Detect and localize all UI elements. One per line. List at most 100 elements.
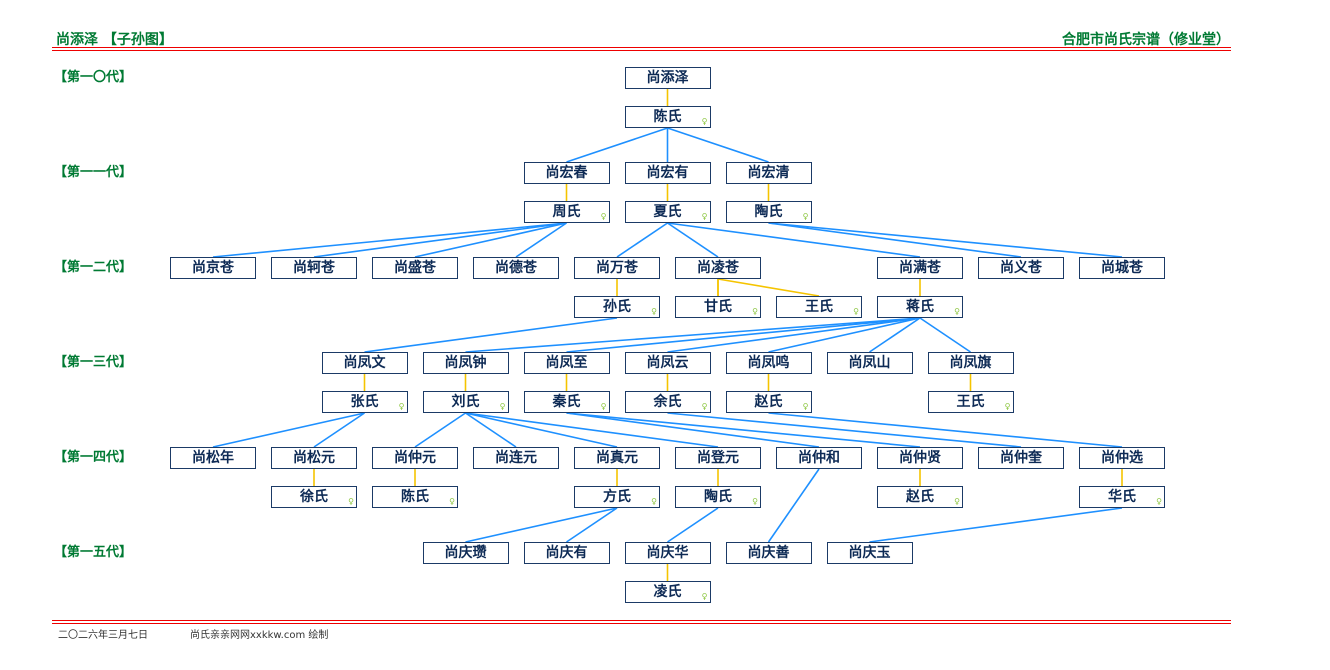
person-node[interactable]: 尚万苍 <box>574 257 660 279</box>
person-node[interactable]: 尚仲选 <box>1079 447 1165 469</box>
spouse-node[interactable]: 陈氏♀ <box>624 106 711 128</box>
spouse-node[interactable]: 陶氏♀ <box>675 486 761 508</box>
descent-line <box>767 468 820 543</box>
person-node[interactable]: 尚满苍 <box>877 257 963 279</box>
person-node[interactable]: 尚义苍 <box>978 257 1064 279</box>
node-name: 王氏 <box>805 299 833 315</box>
spouse-node[interactable]: 甘氏 ♀ <box>675 296 761 318</box>
node-name: 尚连元 <box>495 450 537 466</box>
person-node[interactable]: 尚庆华 <box>624 542 711 564</box>
spouse-node[interactable]: 孙氏♀ <box>574 296 660 318</box>
spouse-node[interactable]: 秦氏♀ <box>523 391 610 413</box>
descent-line <box>515 222 567 258</box>
person-node[interactable]: 尚京苍 <box>170 257 256 279</box>
person-node[interactable]: 尚添泽 <box>624 67 711 89</box>
person-node[interactable]: 尚凤山 <box>826 352 913 374</box>
descent-line <box>414 222 567 258</box>
descent-line <box>667 507 719 543</box>
person-node[interactable]: 尚宏有 <box>624 162 711 184</box>
person-node[interactable]: 尚登元 <box>675 447 761 469</box>
person-node[interactable]: 尚松元 <box>271 447 357 469</box>
person-node[interactable]: 尚庆善 <box>725 542 812 564</box>
female-icon: ♀ <box>752 307 758 316</box>
descent-line <box>414 412 466 448</box>
spouse-node[interactable]: 方氏♀ <box>574 486 660 508</box>
person-node[interactable]: 尚松年 <box>170 447 256 469</box>
person-node[interactable]: 尚庆瓒 <box>422 542 509 564</box>
person-node[interactable]: 尚仲和 <box>776 447 862 469</box>
footer-date: 二〇二六年三月七日 <box>58 630 148 641</box>
node-name: 尚松年 <box>192 450 234 466</box>
person-node[interactable]: 尚真元 <box>574 447 660 469</box>
spouse-node[interactable]: 陈氏♀ <box>372 486 458 508</box>
person-node[interactable]: 尚仲元 <box>372 447 458 469</box>
node-name: 尚盛苍 <box>394 260 436 276</box>
node-name: 赵氏 <box>754 394 783 410</box>
female-icon: ♀ <box>600 212 607 221</box>
spouse-node[interactable]: 徐氏♀ <box>271 486 357 508</box>
person-node[interactable]: 尚宏春 <box>523 162 610 184</box>
node-name: 尚庆华 <box>646 545 689 561</box>
footer-rule <box>52 620 1231 621</box>
spouse-node[interactable]: 陶氏♀ <box>725 201 812 223</box>
person-node[interactable]: 尚仲贤 <box>877 447 963 469</box>
descent-line <box>566 412 921 448</box>
descent-line <box>364 317 618 353</box>
spouse-node[interactable]: 夏氏♀ <box>624 201 711 223</box>
person-node[interactable]: 尚庆玉 <box>826 542 913 564</box>
node-name: 尚登元 <box>697 450 739 466</box>
spouse-node[interactable]: 凌氏♀ <box>624 581 711 603</box>
person-node[interactable]: 尚德苍 <box>473 257 559 279</box>
person-node[interactable]: 尚仲奎 <box>978 447 1064 469</box>
person-node[interactable]: 尚凌苍 <box>675 257 761 279</box>
node-name: 尚庆玉 <box>848 545 891 561</box>
person-node[interactable]: 尚城苍 <box>1079 257 1165 279</box>
spouse-node[interactable]: 周氏♀ <box>523 201 610 223</box>
spouse-node[interactable]: 赵氏♀ <box>725 391 812 413</box>
descent-line <box>212 222 567 258</box>
person-node[interactable]: 尚轲苍 <box>271 257 357 279</box>
person-node[interactable]: 尚凤文 <box>321 352 408 374</box>
person-node[interactable]: 尚凤鸣 <box>725 352 812 374</box>
spouse-node[interactable]: 刘氏♀ <box>422 391 509 413</box>
spouse-node[interactable]: 蒋氏♀ <box>877 296 963 318</box>
person-node[interactable]: 尚凤钟 <box>422 352 509 374</box>
node-name: 华氏 <box>1108 489 1136 505</box>
descent-line <box>465 412 719 448</box>
person-node[interactable]: 尚宏清 <box>725 162 812 184</box>
female-icon: ♀ <box>954 307 960 316</box>
descent-line <box>768 317 921 353</box>
generation-label: 【第一三代】 <box>54 355 133 370</box>
descent-line <box>566 507 618 543</box>
person-node[interactable]: 尚凤至 <box>523 352 610 374</box>
female-icon: ♀ <box>701 117 708 126</box>
person-node[interactable]: 尚庆有 <box>523 542 610 564</box>
person-node[interactable]: 尚凤旗 <box>927 352 1014 374</box>
descent-line <box>667 412 1022 448</box>
node-name: 尚宏清 <box>747 165 790 181</box>
female-icon: ♀ <box>752 497 758 506</box>
spouse-node[interactable]: 余氏♀ <box>624 391 711 413</box>
node-name: 尚仲贤 <box>899 450 941 466</box>
spouse-node[interactable]: 王氏♀ <box>927 391 1014 413</box>
spouse-node[interactable]: 王氏♀ <box>776 296 862 318</box>
descent-line <box>566 127 668 163</box>
node-name: 尚凤山 <box>848 355 891 371</box>
descent-line <box>313 222 567 258</box>
node-name: 尚庆有 <box>545 545 588 561</box>
node-name: 尚仲奎 <box>1000 450 1042 466</box>
node-name: 尚满苍 <box>899 260 941 276</box>
node-name: 甘氏 <box>704 299 732 315</box>
spouse-node[interactable]: 张氏♀ <box>321 391 408 413</box>
descent-line <box>465 412 517 448</box>
person-node[interactable]: 尚凤云 <box>624 352 711 374</box>
node-name: 尚松元 <box>293 450 335 466</box>
person-node[interactable]: 尚盛苍 <box>372 257 458 279</box>
person-node[interactable]: 尚连元 <box>473 447 559 469</box>
spouse-node[interactable]: 赵氏♀ <box>877 486 963 508</box>
node-name: 尚添泽 <box>646 70 689 86</box>
spouse-node[interactable]: 华氏♀ <box>1079 486 1165 508</box>
descent-line <box>768 222 1123 258</box>
